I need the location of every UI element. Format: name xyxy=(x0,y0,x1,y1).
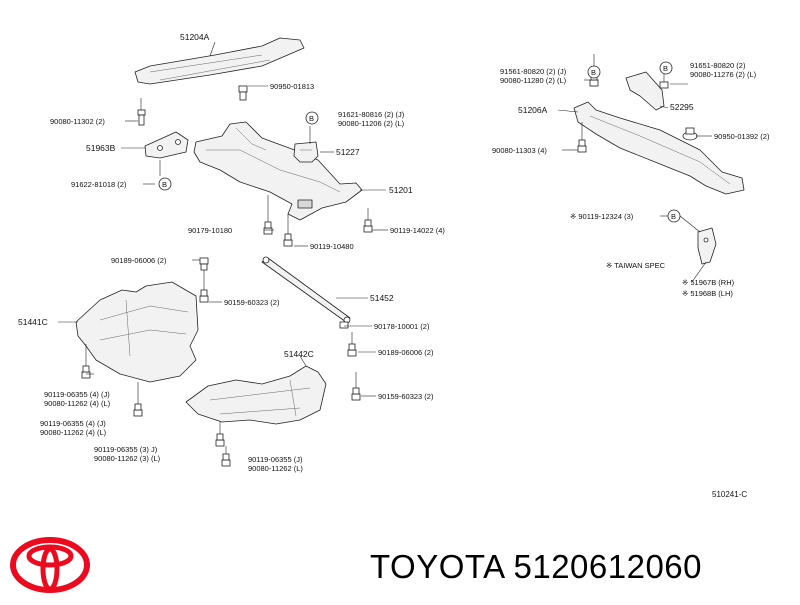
label-51206a: 51206A xyxy=(518,105,548,115)
label-90080-11280: 90080-11280 (2) (L) xyxy=(500,76,567,85)
leader-lines xyxy=(58,41,712,454)
callout-b: B xyxy=(162,180,168,189)
label-51968b: ※ 51968B (LH) xyxy=(682,289,733,298)
part-51442c xyxy=(185,365,327,425)
label-52295: 52295 xyxy=(670,102,694,112)
label-91621-80816: 91621-80816 (2) (J) xyxy=(338,110,405,119)
label-90159-60323-b: 90159-60323 (2) xyxy=(378,392,434,401)
label-90119-06355-4j: 90119-06355 (4) (J) xyxy=(44,390,110,399)
part-51963b xyxy=(144,131,189,159)
label-90080-11262-4l: 90080-11262 (4) (L) xyxy=(44,399,111,408)
callout-b: B xyxy=(663,64,669,73)
label-taiwan-spec: ※ TAIWAN SPEC xyxy=(606,261,666,270)
label-90080-11206: 90080-11206 (2) (L) xyxy=(338,119,405,128)
part-51441c xyxy=(75,281,199,383)
label-51204a: 51204A xyxy=(180,32,210,42)
part-52295 xyxy=(625,71,665,111)
label-90189-06006-b: 90189-06006 (2) xyxy=(378,348,434,357)
part-51227 xyxy=(293,141,319,163)
brand-part-number: TOYOTA 5120612060 xyxy=(370,548,702,586)
label-91561-80820: 91561-80820 (2) (J) xyxy=(500,67,567,76)
label-90178-10001: 90178-10001 (2) xyxy=(374,322,430,331)
label-51442c: 51442C xyxy=(284,349,314,359)
label-90080-11262-l: 90080-11262 (L) xyxy=(248,464,303,473)
part-51206a xyxy=(573,101,745,195)
label-51452: 51452 xyxy=(370,293,394,303)
label-90080-11303: 90080-11303 (4) xyxy=(492,146,547,155)
label-91622-81018: 91622-81018 (2) xyxy=(71,180,127,189)
label-90080-11262-4l-2: 90080-11262 (4) (L) xyxy=(40,428,107,437)
label-51227: 51227 xyxy=(336,147,360,157)
callout-b: B xyxy=(591,68,597,77)
label-90119-14022: 90119-14022 (4) xyxy=(390,226,445,235)
part-number: 5120612060 xyxy=(513,548,703,585)
label-51963b: 51963B xyxy=(86,143,116,153)
part-51967b xyxy=(697,227,717,265)
label-90119-12324: ※ 90119-12324 (3) xyxy=(570,212,634,221)
callout-b: B xyxy=(309,114,315,123)
label-90119-06355-4j-2: 90119-06355 (4) (J) xyxy=(40,419,106,428)
callout-b: B xyxy=(671,212,677,221)
label-90119-06355-3j: 90119-06355 (3) J) xyxy=(94,445,158,454)
label-51201: 51201 xyxy=(389,185,413,195)
label-51441c: 51441C xyxy=(18,317,48,327)
label-90080-11302: 90080-11302 (2) xyxy=(50,117,105,126)
label-51967b: ※ 51967B (RH) xyxy=(682,278,735,287)
label-90950-01392: 90950-01392 (2) xyxy=(714,132,770,141)
label-91651-80820: 91651-80820 (2) xyxy=(690,61,746,70)
toyota-logo-icon xyxy=(10,537,90,593)
reference-code: 510241-C xyxy=(712,490,748,499)
label-90950-01813: 90950-01813 xyxy=(270,82,315,91)
label-90119-06355-j: 90119-06355 (J) xyxy=(248,455,303,464)
label-90080-11262-3l: 90080-11262 (3) (L) xyxy=(94,454,161,463)
label-90189-06006-a: 90189-06006 (2) xyxy=(111,256,167,265)
callout-b-markers xyxy=(158,61,681,223)
part-51452 xyxy=(261,257,351,323)
brand-name: TOYOTA xyxy=(370,548,504,585)
part-51201 xyxy=(193,121,363,221)
label-90119-10480: 90119-10480 xyxy=(310,242,354,251)
label-90179-10180: 90179-10180 xyxy=(188,226,233,235)
label-90080-11276: 90080-11276 (2) (L) xyxy=(690,70,757,79)
label-90159-60323-a: 90159-60323 (2) xyxy=(224,298,280,307)
part-51204a xyxy=(134,37,305,85)
